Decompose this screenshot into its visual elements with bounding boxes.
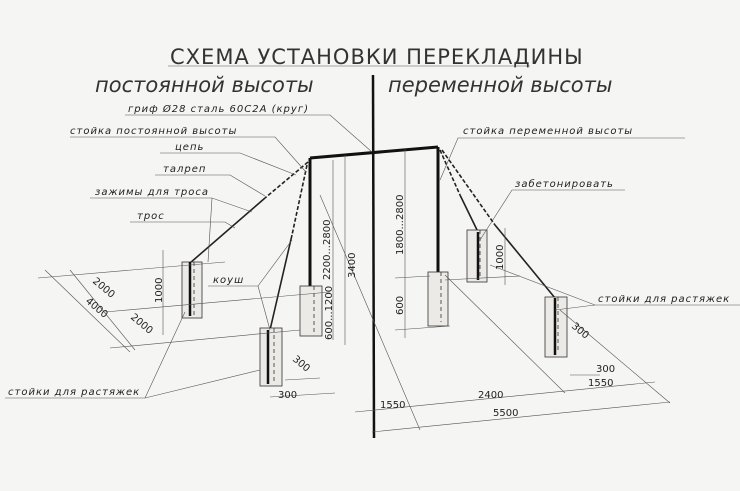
dim-total-height: 3400 xyxy=(347,253,358,278)
left-cable-b xyxy=(269,234,293,331)
dim-total: 5500 xyxy=(493,408,518,419)
label-fixed-post: стойка постоянной высоты xyxy=(70,126,237,137)
label-guy-posts-left: стойки для растяжек xyxy=(8,387,140,398)
right-chain-a xyxy=(439,149,461,196)
left-cable-a xyxy=(189,197,266,264)
label-guy-posts-right: стойки для растяжек xyxy=(598,294,730,305)
divider-line xyxy=(371,74,376,439)
label-turnbuckle: талреп xyxy=(163,164,206,175)
dim-anchor-depth-left: 1000 xyxy=(154,278,165,303)
dim-spacing-a: 2000 xyxy=(90,276,117,301)
label-clamps: зажимы для троса xyxy=(95,187,209,198)
right-chain-b xyxy=(441,149,496,226)
dim-offset-left: 1550 xyxy=(380,400,405,411)
label-thimble: коуш xyxy=(213,275,244,286)
dim-offset-right: 1550 xyxy=(588,378,613,389)
dim-depth-range: 600...1200 xyxy=(324,286,335,340)
dim-block-depth-right: 300 xyxy=(596,364,615,375)
scheme-title: СХЕМА УСТАНОВКИ ПЕРЕКЛАДИНЫ xyxy=(170,45,584,69)
leader-lines xyxy=(5,114,740,399)
dim-post-depth: 600 xyxy=(395,296,406,315)
left-chain-a xyxy=(264,161,309,199)
dim-block-depth-left: 300 xyxy=(278,390,297,401)
dim-block-width-right: 300 xyxy=(569,321,591,342)
dim-spacing-total: 4000 xyxy=(83,296,110,321)
dim-anchor-depth-right: 1000 xyxy=(495,245,506,270)
subtitle-variable-height: переменной высоты xyxy=(388,73,612,97)
dim-height-range-left: 2200...2800 xyxy=(322,220,333,280)
footing-blocks xyxy=(181,229,568,387)
dimension-lines xyxy=(37,148,671,433)
left-chain-b xyxy=(291,164,308,236)
crossbar xyxy=(309,145,439,160)
right-cable-a xyxy=(459,194,479,233)
dim-height-range-right: 1800...2800 xyxy=(395,195,406,255)
subtitle-fixed-height: постоянной высоты xyxy=(95,73,314,97)
label-variable-post: стойка переменной высоты xyxy=(463,126,633,137)
dim-span: 2400 xyxy=(478,390,503,401)
dim-spacing-b: 2000 xyxy=(128,312,155,337)
dim-block-width-left: 300 xyxy=(290,354,312,375)
label-bar: гриф Ø28 сталь 60С2А (круг) xyxy=(128,103,309,115)
label-concrete: забетонировать xyxy=(515,178,614,190)
label-cable: трос xyxy=(137,211,165,222)
label-chain: цепь xyxy=(175,142,204,153)
